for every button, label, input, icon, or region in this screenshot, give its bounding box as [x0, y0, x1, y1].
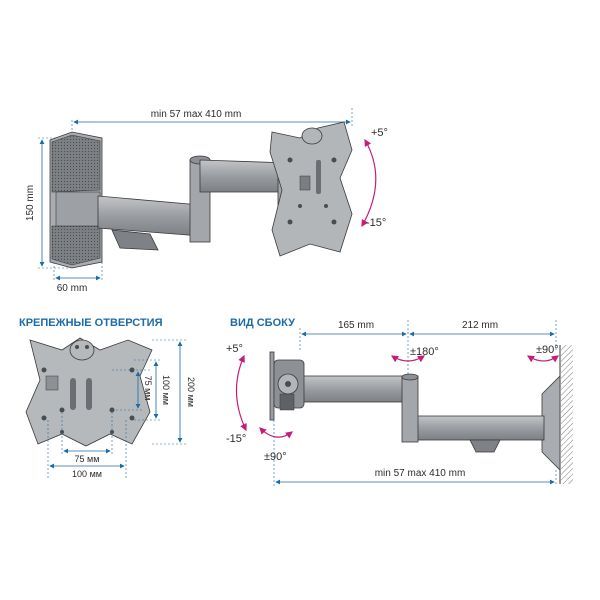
vertical-100-label: 100 мм: [161, 375, 171, 405]
tilt-head-side: [269, 351, 305, 421]
side-tilt-up-label: +5°: [226, 343, 243, 355]
horizontal-75-label: 75 мм: [75, 454, 100, 464]
height-label: 150 mm: [25, 185, 36, 221]
second-arm-length-label: 212 mm: [462, 320, 498, 331]
vesa-plate-pattern: [25, 337, 153, 447]
wall-plate-side: [541, 375, 561, 471]
wall-swivel-arc: [526, 355, 559, 363]
side-view-title: ВИД СБОКУ: [230, 317, 295, 329]
tilt-down-label: -15°: [366, 217, 386, 229]
side-view-section: ВИД СБОКУ 165 mm 212 mm: [226, 317, 573, 486]
second-arm-side: [403, 415, 545, 453]
wall: [559, 345, 573, 484]
plate-width-label: 60 mm: [57, 283, 88, 294]
side-tilt-down-label: -15°: [226, 433, 246, 445]
first-arm-side: [299, 373, 419, 443]
horizontal-100-label: 100 мм: [72, 469, 102, 479]
front-view: min 57 max 410 mm 150 mm 60 mm: [25, 108, 388, 294]
vertical-75-label: 75 мм: [143, 376, 153, 401]
vertical-200-label: 200 мм: [186, 377, 196, 407]
first-arm: [97, 155, 211, 251]
wall-swivel-label: ±90°: [536, 344, 559, 356]
mounting-holes-title: КРЕПЕЖНЫЕ ОТВЕРСТИЯ: [19, 317, 163, 329]
extension-range-label: min 57 max 410 mm: [375, 468, 466, 479]
wall-plate: [49, 131, 103, 269]
mid-swivel-label: ±180°: [410, 346, 439, 358]
mid-swivel-arc: [390, 355, 426, 363]
tilt-up-label: +5°: [371, 127, 388, 139]
mounting-holes-section: КРЕПЕЖНЫЕ ОТВЕРСТИЯ 75 мм 100 мм: [19, 317, 196, 479]
head-swivel-arc: [259, 427, 293, 439]
head-swivel-label: ±90°: [264, 451, 287, 463]
tilt-arc: [361, 138, 377, 228]
first-arm-length-label: 165 mm: [338, 320, 374, 331]
width-range-label: min 57 max 410 mm: [151, 109, 242, 120]
side-tilt-arc: [235, 354, 247, 432]
vesa-plate-front: [269, 121, 353, 257]
